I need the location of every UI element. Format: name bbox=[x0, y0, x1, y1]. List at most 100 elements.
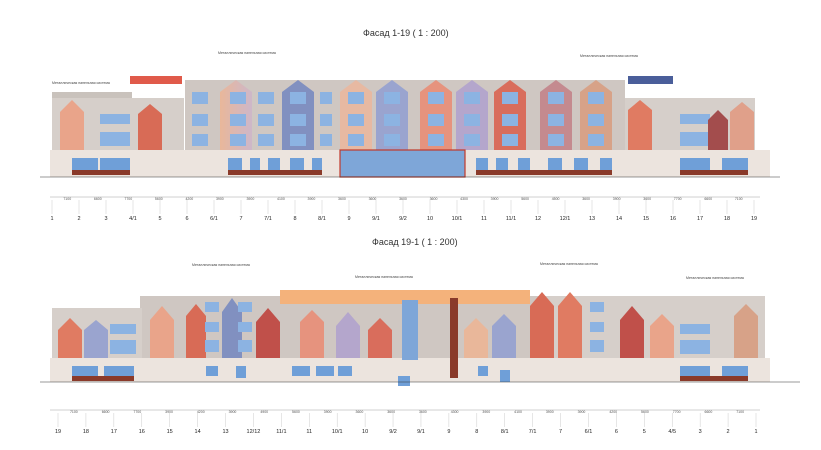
axis-label: 8/1 bbox=[318, 216, 326, 222]
axis-label: 12/1 bbox=[560, 216, 571, 222]
facade-1-note-3: Металлическая панельная система bbox=[580, 54, 638, 58]
axis-label: 17 bbox=[697, 216, 703, 222]
facade-2-note-1: Металлическая панельная система bbox=[192, 263, 250, 267]
facade-2-dimensions: 7100 6600 7700 3900 4200 3900 4900 5600 3900 3600… bbox=[70, 410, 744, 414]
dimension-label: 4500 bbox=[552, 197, 560, 201]
dimension-label: 4100 bbox=[277, 197, 285, 201]
axis-label: 12/12 bbox=[247, 429, 261, 435]
axis-label: 17 bbox=[111, 429, 117, 435]
dimension-label: 3900 bbox=[165, 410, 173, 414]
dimension-label: 5600 bbox=[641, 410, 649, 414]
dimension-label: 4200 bbox=[609, 410, 617, 414]
axis-label: 1 bbox=[50, 216, 53, 222]
dimension-label: 5600 bbox=[292, 410, 300, 414]
dimension-label: 3600 bbox=[338, 197, 346, 201]
axis-label: 6/1 bbox=[210, 216, 218, 222]
axis-label: 2 bbox=[727, 429, 730, 435]
axis-label: 2 bbox=[77, 216, 80, 222]
dimension-label: 3900 bbox=[246, 197, 254, 201]
dimension-label: 3600 bbox=[419, 410, 427, 414]
dimension-label: 7100 bbox=[70, 410, 78, 414]
dimension-label: 3900 bbox=[613, 197, 621, 201]
dimension-label: 3900 bbox=[308, 197, 316, 201]
facade-1-note-1: Металлическая панельная система bbox=[52, 81, 110, 85]
axis-label: 7/1 bbox=[529, 429, 537, 435]
dimension-label: 6600 bbox=[704, 197, 712, 201]
axis-label: 5 bbox=[158, 216, 161, 222]
axis-label: 18 bbox=[724, 216, 730, 222]
axis-label: 11/1 bbox=[276, 429, 286, 435]
axis-label: 18 bbox=[83, 429, 89, 435]
dimension-label: 6600 bbox=[705, 410, 713, 414]
axis-label: 19 bbox=[55, 429, 61, 435]
facade-1-windows bbox=[100, 92, 710, 146]
facade-2-gables bbox=[58, 292, 758, 358]
facade-2-note-4: Металлическая панельная система bbox=[686, 276, 744, 280]
axis-label: 14 bbox=[616, 216, 622, 222]
dimension-label: 3600 bbox=[430, 197, 438, 201]
axis-label: 6 bbox=[185, 216, 188, 222]
axis-label: 3 bbox=[104, 216, 107, 222]
dimension-label: 4900 bbox=[260, 410, 268, 414]
axis-label: 4/1 bbox=[129, 216, 137, 222]
facade-1-ground-windows bbox=[72, 158, 748, 170]
axis-label: 15 bbox=[167, 429, 173, 435]
dimension-label: 3600 bbox=[387, 410, 395, 414]
dimension-label: 3900 bbox=[216, 197, 224, 201]
axis-label: 19 bbox=[751, 216, 757, 222]
axis-label: 6/1 bbox=[585, 429, 593, 435]
axis-label: 12 bbox=[535, 216, 541, 222]
dimension-label: 7700 bbox=[673, 410, 681, 414]
dimension-label: 3900 bbox=[578, 410, 586, 414]
facade-1-elevation bbox=[40, 76, 780, 178]
facade-2-ground-windows bbox=[72, 366, 748, 386]
axis-label: 16 bbox=[139, 429, 145, 435]
dimension-label: 6600 bbox=[94, 197, 102, 201]
dimension-label: 4200 bbox=[197, 410, 205, 414]
axis-label: 9/2 bbox=[399, 216, 407, 222]
dimension-label: 4100 bbox=[514, 410, 522, 414]
axis-label: 6 bbox=[615, 429, 618, 435]
dimension-label: 3600 bbox=[369, 197, 377, 201]
axis-label: 4/5 bbox=[668, 429, 676, 435]
axis-label: 16 bbox=[670, 216, 676, 222]
axis-label: 9/1 bbox=[417, 429, 425, 435]
axis-label: 9 bbox=[347, 216, 350, 222]
facade-2-windows bbox=[110, 302, 710, 354]
dimension-label: 3900 bbox=[491, 197, 499, 201]
axis-label: 9 bbox=[447, 429, 450, 435]
axis-label: 13 bbox=[589, 216, 595, 222]
axis-label: 10 bbox=[427, 216, 433, 222]
facade-2-roof-band bbox=[280, 290, 530, 304]
axis-label: 11 bbox=[306, 429, 312, 435]
dimension-label: 4300 bbox=[460, 197, 468, 201]
dimension-label: 5600 bbox=[521, 197, 529, 201]
axis-label: 9/1 bbox=[372, 216, 380, 222]
dimension-label: 7700 bbox=[674, 197, 682, 201]
axis-label: 3 bbox=[699, 429, 702, 435]
dimension-label: 6600 bbox=[102, 410, 110, 414]
axis-label: 14 bbox=[195, 429, 201, 435]
facade-2-note-2: Металлическая панельная система bbox=[355, 275, 413, 279]
axis-label: 11/1 bbox=[506, 216, 516, 222]
facade-1-entrance bbox=[339, 149, 466, 178]
axis-label: 8 bbox=[293, 216, 296, 222]
facade-1-title: Фасад 1-19 ( 1 : 200) bbox=[363, 28, 449, 38]
dimension-label: 3900 bbox=[229, 410, 237, 414]
axis-label: 10/1 bbox=[332, 429, 343, 435]
axis-label: 15 bbox=[643, 216, 649, 222]
dimension-label: 3600 bbox=[643, 197, 651, 201]
axis-label: 10 bbox=[362, 429, 368, 435]
facade-2-title: Фасад 19-1 ( 1 : 200) bbox=[372, 237, 458, 247]
dimension-label: 4300 bbox=[451, 410, 459, 414]
axis-label: 10/1 bbox=[452, 216, 463, 222]
axis-label: 8/1 bbox=[501, 429, 509, 435]
axis-label: 9/2 bbox=[389, 429, 397, 435]
axis-label: 1 bbox=[754, 429, 757, 435]
dimension-label: 4200 bbox=[185, 197, 193, 201]
axis-label: 13 bbox=[222, 429, 228, 435]
dimension-label: 5600 bbox=[155, 197, 163, 201]
